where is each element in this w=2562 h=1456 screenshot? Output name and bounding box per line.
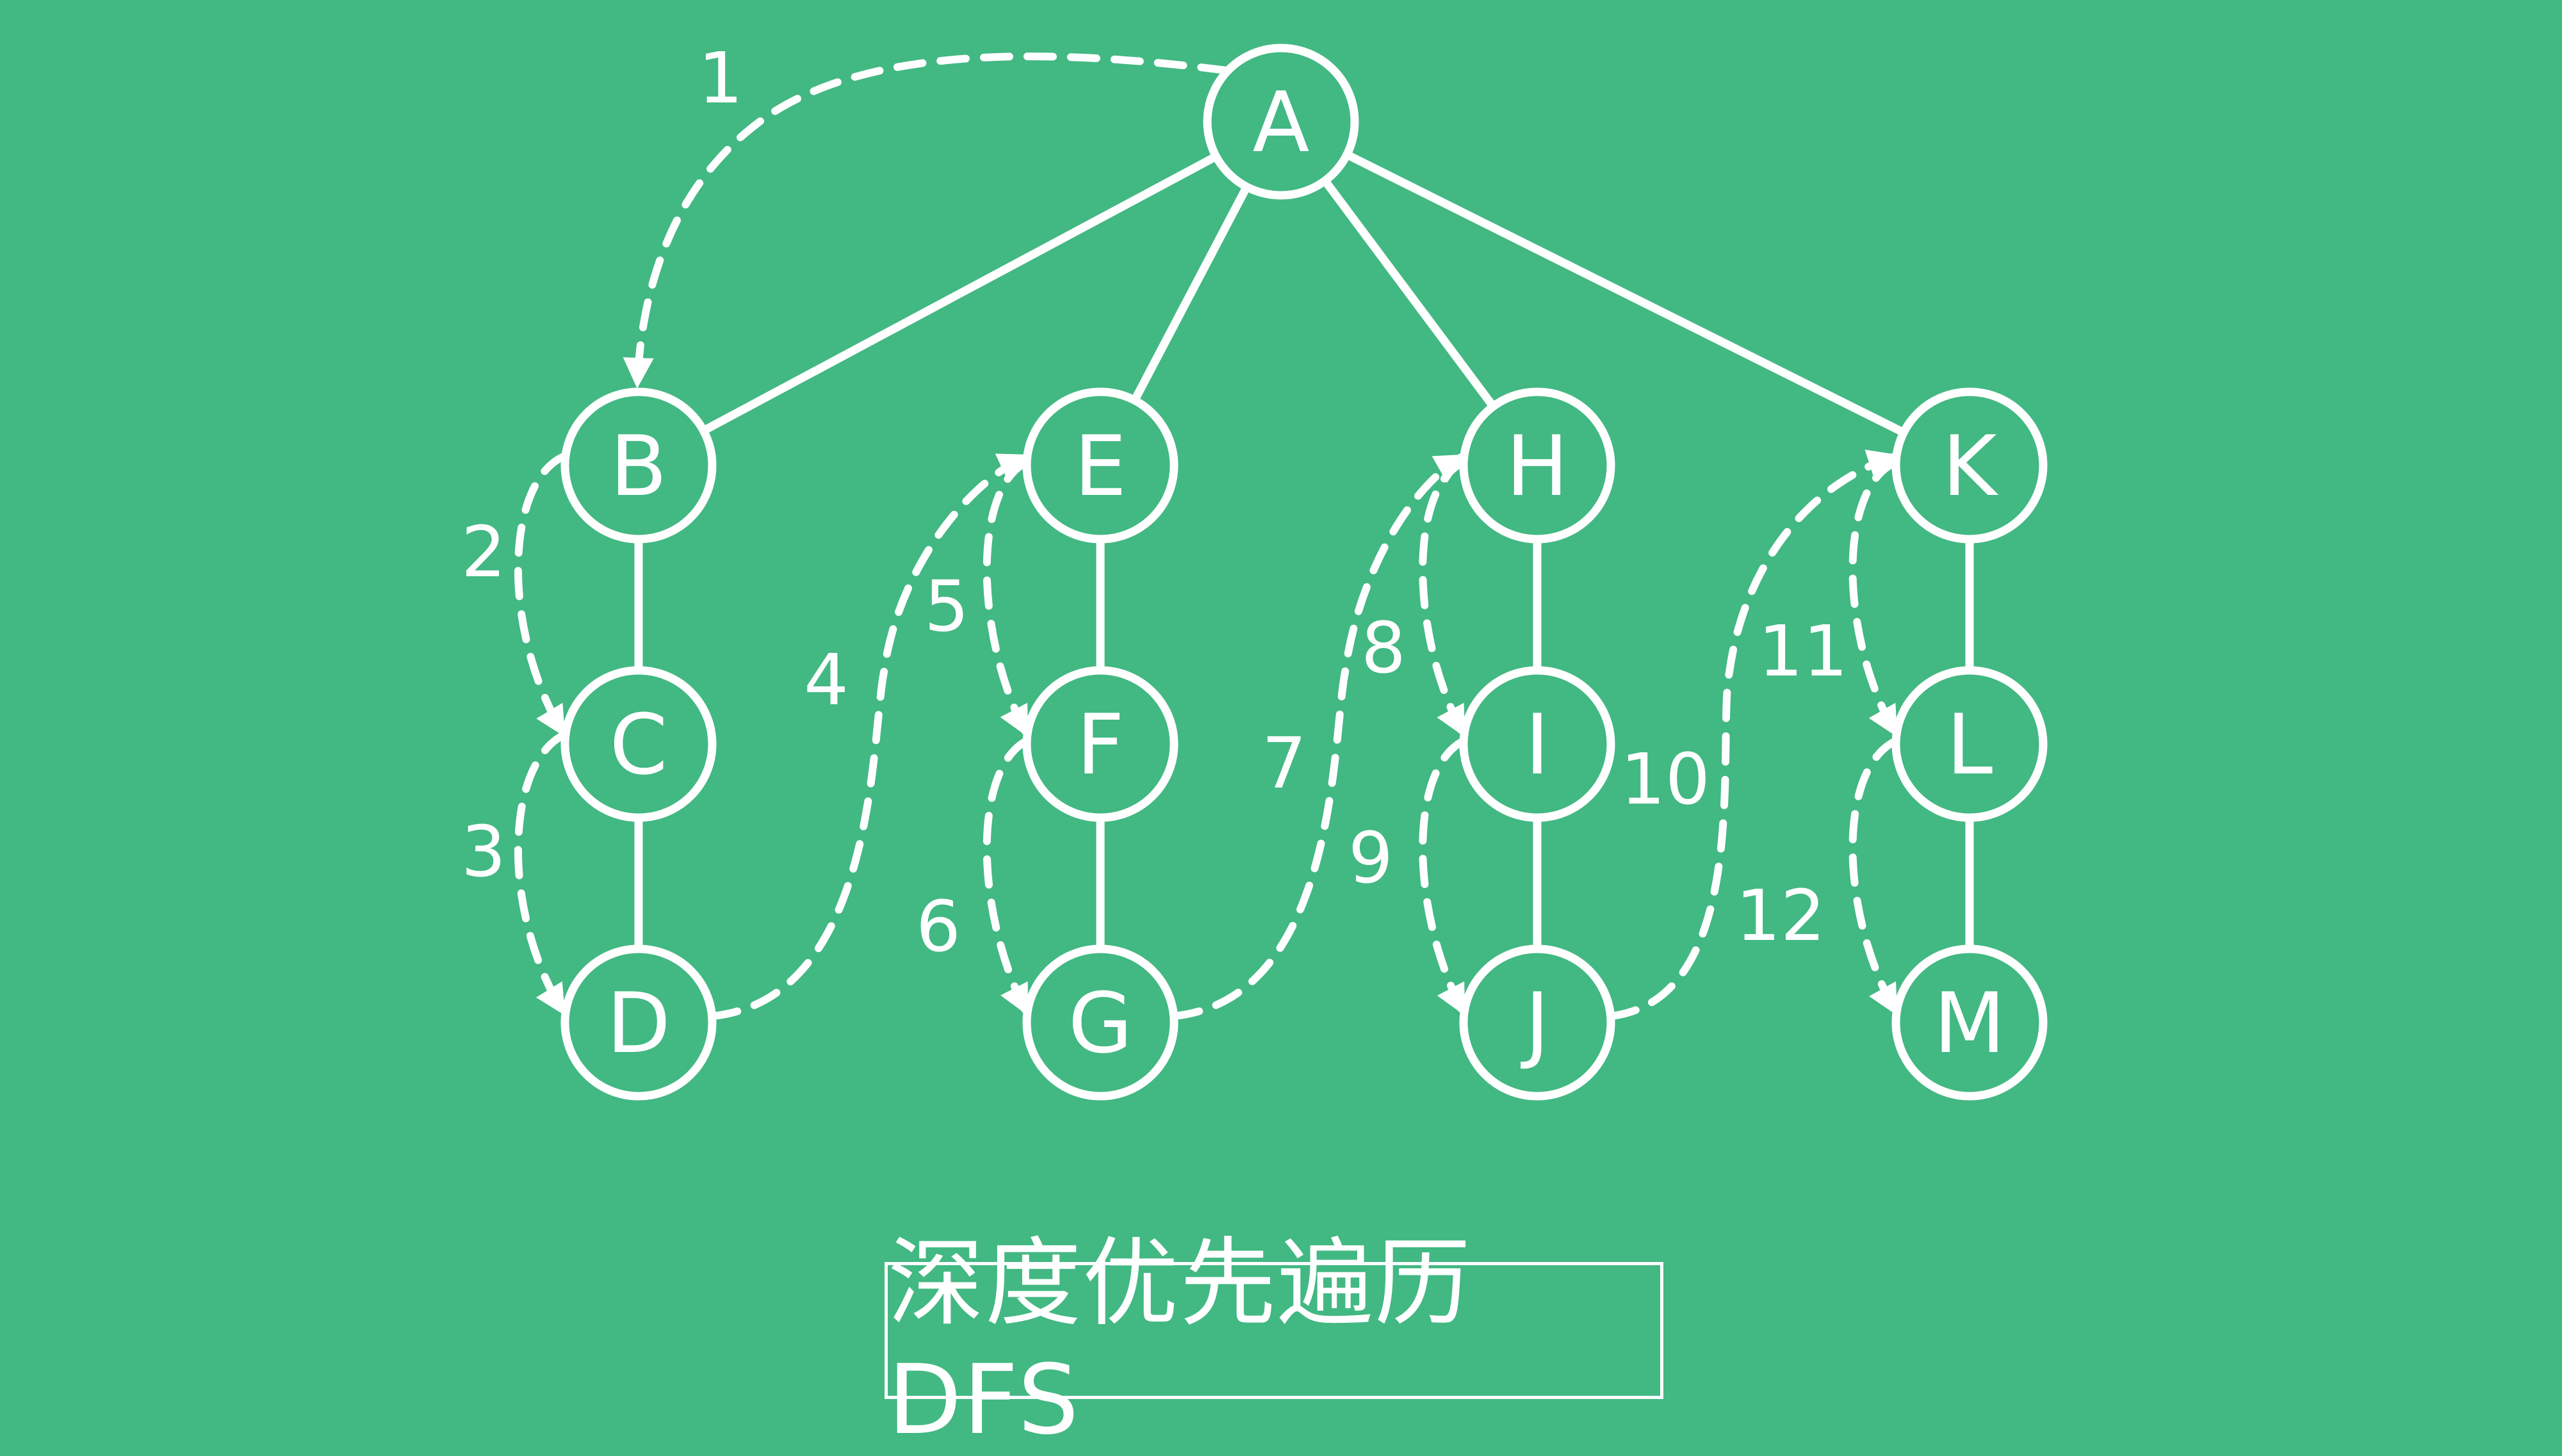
step-label: 12 [1736,875,1825,957]
traversal-arrow-9 [1419,737,1467,1017]
node-circle [1891,666,2048,822]
node-B: B [560,387,717,544]
node-circle [560,666,717,822]
edge-A-H [1321,178,1497,409]
traversal-arrow-5 [983,458,1031,738]
edge-A-E [1130,184,1251,403]
traversal-arrow-1 [623,53,1230,389]
node-D: D [560,944,717,1101]
traversal-arrow-10 [1607,449,1900,1020]
traversal-paths [514,53,1900,1020]
node-label: K [1942,417,1998,515]
step-label: 3 [461,811,506,893]
node-label: B [610,417,667,515]
node-circle [560,387,717,544]
node-J: J [1459,944,1615,1101]
node-circle [1203,44,1359,200]
step-label: 6 [916,886,961,967]
node-label: E [1074,417,1127,515]
node-circle [1891,944,2048,1101]
node-E: E [1022,387,1179,544]
step-label: 5 [924,565,969,647]
node-label: F [1077,696,1125,793]
node-circle [1459,387,1615,544]
traversal-arrow-2 [514,452,569,738]
node-I: I [1459,666,1615,822]
step-label: 7 [1262,722,1307,804]
node-circle [1022,944,1179,1101]
step-label: 8 [1361,607,1406,689]
node-label: M [1934,975,2005,1072]
node-circle [1022,387,1179,544]
traversal-arrow-4 [708,452,1031,1020]
node-circle [1459,944,1615,1101]
node-label: I [1525,696,1549,793]
edge-A-K [1344,150,1906,437]
tree-edges [634,150,1974,949]
node-M: M [1891,944,2048,1101]
traversal-arrow-8 [1419,458,1467,738]
node-circle [560,944,717,1101]
node-circle [1891,387,2048,544]
traversal-arrow-12 [1848,737,1900,1017]
traversal-arrow-11 [1848,458,1900,738]
node-H: H [1459,387,1615,544]
edge-A-B [701,152,1218,435]
node-circle [1022,666,1179,822]
step-label: 1 [698,37,743,119]
node-A: A [1203,44,1359,200]
node-label: C [610,696,668,793]
traversal-arrow-3 [514,731,569,1017]
node-label: D [607,975,671,1072]
node-label: H [1506,417,1569,515]
step-label: 2 [461,511,506,593]
step-label: 10 [1620,738,1710,820]
node-C: C [560,666,717,822]
step-label: 11 [1758,610,1848,692]
tree-nodes: A B C D E F G H I J K L M [560,44,2048,1101]
step-label: 9 [1348,817,1393,899]
node-label: G [1068,975,1133,1072]
traversal-arrow-6 [983,737,1031,1017]
node-label: J [1521,975,1549,1072]
step-label: 4 [804,639,849,721]
node-F: F [1022,666,1179,822]
diagram-caption: 深度优先遍历DFS [885,1228,1663,1456]
node-G: G [1022,944,1179,1101]
node-K: K [1891,387,2048,544]
traversal-arrow-7 [1170,452,1467,1020]
node-label: L [1946,696,1993,793]
node-circle [1459,666,1615,822]
node-L: L [1891,666,2048,822]
node-label: A [1253,74,1310,171]
